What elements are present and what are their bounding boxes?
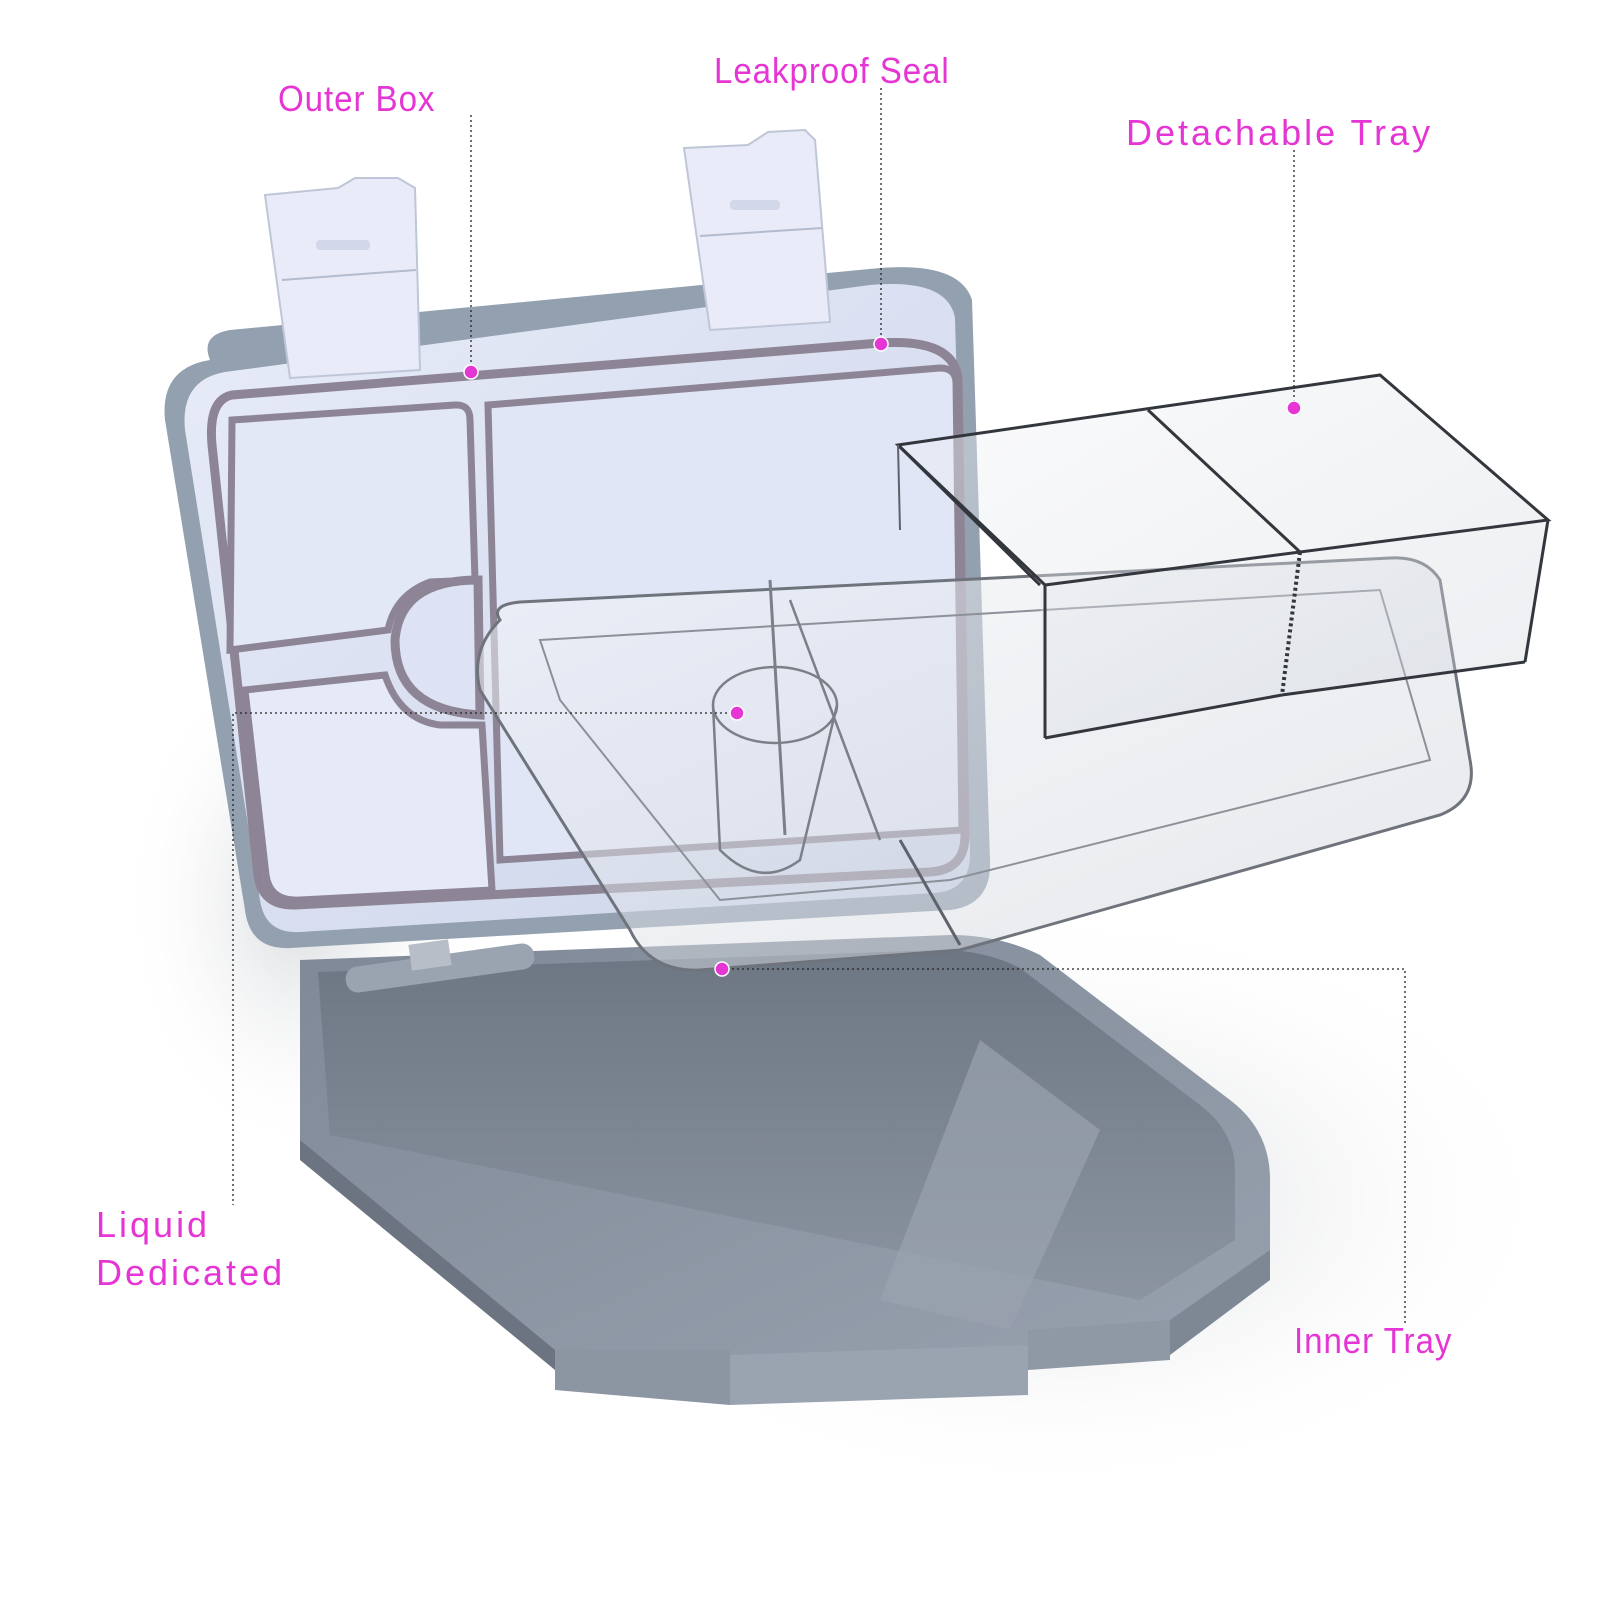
anchor-dot-detachable-tray bbox=[1286, 400, 1302, 416]
callout-label-leakproof-seal: Leakproof Seal bbox=[714, 50, 950, 91]
leader-inner-tray bbox=[722, 968, 1406, 1325]
anchor-dot-leakproof-seal bbox=[873, 336, 889, 352]
hinge bbox=[345, 939, 535, 993]
callout-label-liquid-dedicated-line2: Dedicated bbox=[96, 1252, 286, 1293]
callout-label-liquid-dedicated-line1: Liquid bbox=[96, 1204, 211, 1245]
anchor-dot-inner-tray bbox=[714, 961, 730, 977]
callout-label-detachable-tray: Detachable Tray bbox=[1126, 112, 1434, 153]
outer-box-base bbox=[300, 935, 1270, 1405]
leader-liquid-dedicated bbox=[232, 712, 737, 1205]
anchor-dot-liquid-dedicated bbox=[729, 705, 745, 721]
callout-leaders bbox=[232, 88, 1406, 1325]
latch-clip-right bbox=[682, 128, 832, 332]
detachable-tray bbox=[894, 373, 1552, 740]
callout-label-inner-tray: Inner Tray bbox=[1294, 1320, 1453, 1361]
callout-label-outer-box: Outer Box bbox=[278, 78, 436, 119]
callout-anchors bbox=[463, 336, 1302, 977]
anchor-dot-outer-box bbox=[463, 364, 479, 380]
latch-clip-left bbox=[263, 177, 422, 380]
